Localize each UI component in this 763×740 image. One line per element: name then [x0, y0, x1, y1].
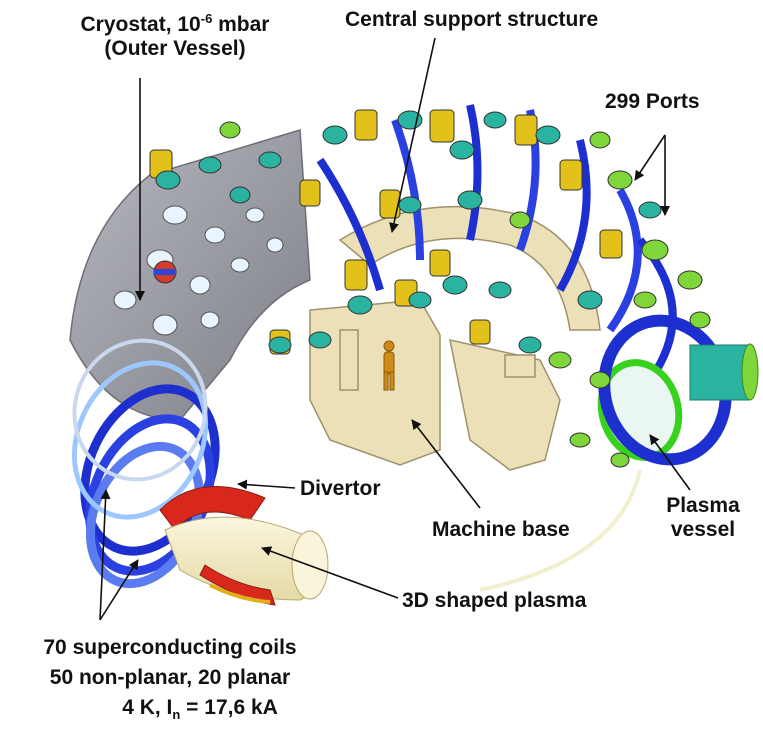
support-structure [310, 207, 600, 470]
central-support-label: Central support structure [345, 8, 598, 32]
machine-base-label: Machine base [432, 518, 570, 542]
ports-label: 299 Ports [605, 90, 700, 114]
plasma-vessel-line2: vessel [648, 518, 758, 542]
cryostat-line1-post: mbar [212, 13, 269, 36]
plasma-vessel-line1: Plasma [648, 494, 758, 518]
divertor-and-plasma [160, 486, 328, 605]
cryostat-exponent: -6 [201, 11, 213, 26]
plasma-vessel-label: Plasma vessel [648, 494, 758, 542]
coils-line3: 4 K, In = 17,6 kA [0, 696, 340, 723]
coils-line3-pre: 4 K, I [122, 696, 172, 719]
cryostat-label: Cryostat, 10-6 mbar (Outer Vessel) [50, 12, 300, 61]
coils-line3-post: = 17,6 kA [180, 696, 277, 719]
coils-label: 70 superconducting coils 50 non-planar, … [0, 636, 340, 723]
divertor-arrow [238, 484, 295, 488]
coils-line1: 70 superconducting coils [0, 636, 340, 660]
divertor-label: Divertor [300, 477, 381, 501]
cryostat-line1-pre: Cryostat, 10 [81, 13, 201, 36]
coils-line2: 50 non-planar, 20 planar [0, 666, 340, 690]
ports-arrow-1 [635, 135, 665, 180]
cryostat-line2: (Outer Vessel) [50, 37, 300, 61]
shaped-plasma-label: 3D shaped plasma [402, 589, 586, 613]
